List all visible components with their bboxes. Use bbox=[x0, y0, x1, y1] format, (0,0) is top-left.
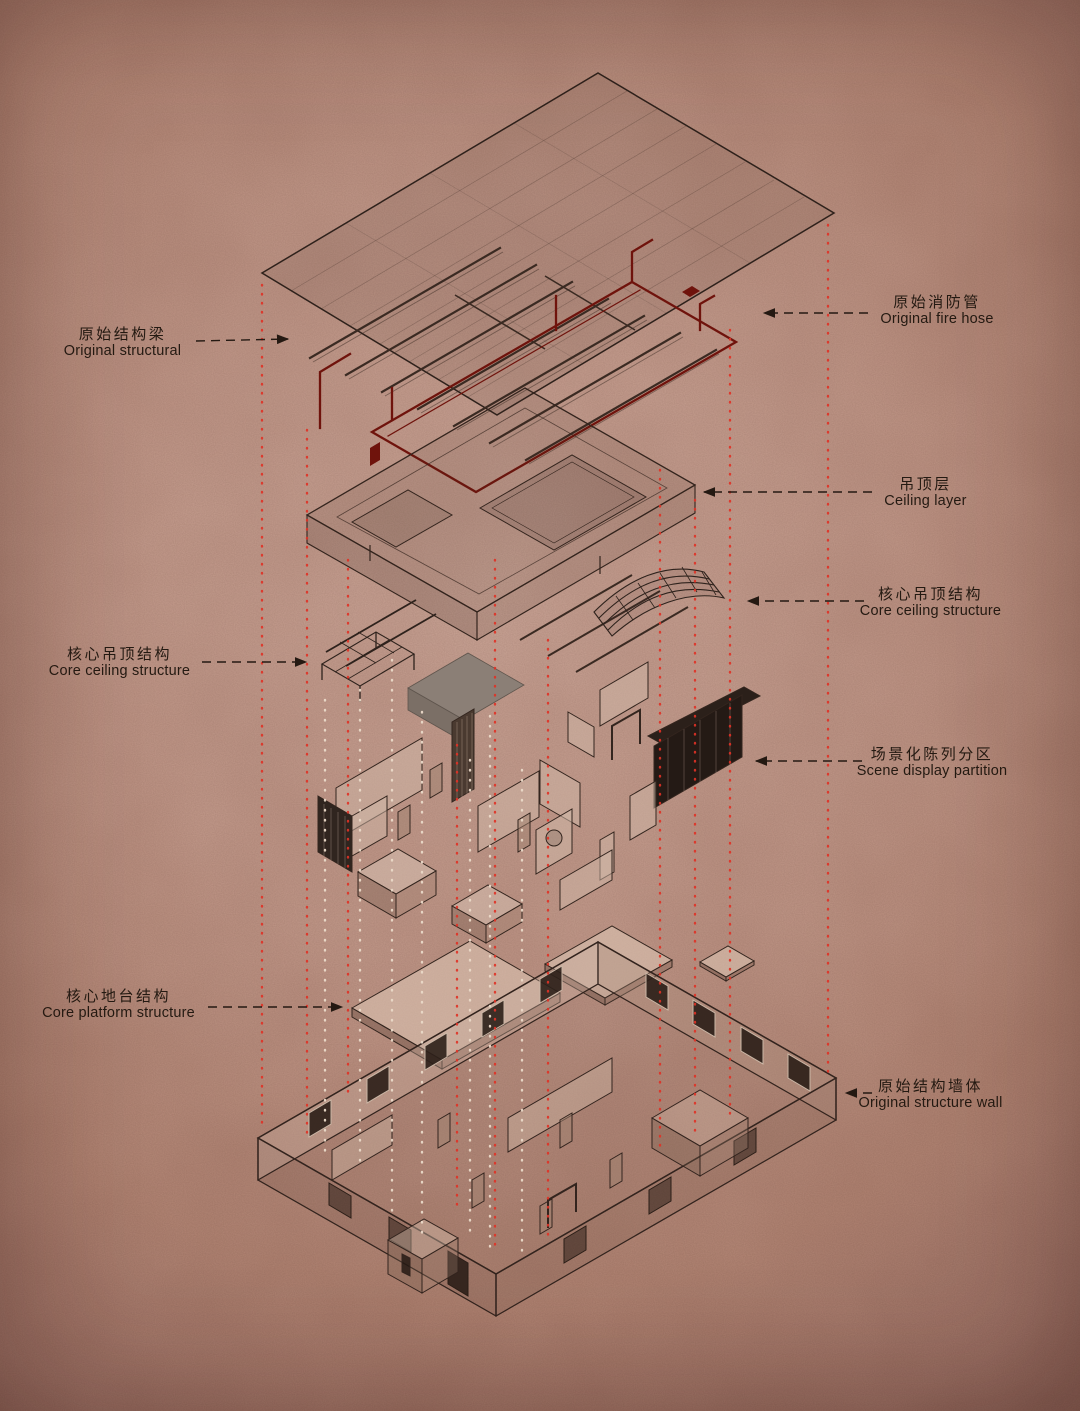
partition-small-box bbox=[450, 884, 524, 944]
interior-wall bbox=[331, 1114, 393, 1181]
core-platforms bbox=[350, 925, 756, 1070]
ceiling-layer-slab bbox=[305, 387, 697, 673]
annex-slot bbox=[401, 1253, 411, 1277]
partition-storefront-dark bbox=[646, 686, 762, 809]
fire-valve bbox=[682, 286, 700, 297]
frame-beams bbox=[325, 599, 437, 667]
roof-plane bbox=[260, 72, 836, 416]
partition-wall bbox=[599, 661, 649, 727]
beam-shadow-lines bbox=[312, 251, 720, 465]
fire-pipe-riser-left bbox=[318, 352, 352, 430]
roof-plane-hatch bbox=[290, 90, 805, 398]
original-structural-beams bbox=[308, 246, 718, 462]
white-dotted-projection-lines bbox=[323, 658, 524, 1257]
leader-lines bbox=[195, 308, 872, 1098]
partition-circle-wall bbox=[535, 808, 573, 875]
interior-columns bbox=[437, 1112, 623, 1235]
fire-pipe-network bbox=[318, 238, 739, 494]
scene-display-partitions bbox=[317, 661, 762, 944]
core-ceiling-structure-gridshell bbox=[593, 566, 726, 637]
fire-pipe-loop bbox=[369, 280, 739, 494]
leader-original-structural-beam bbox=[195, 334, 290, 345]
platform-large bbox=[350, 940, 562, 1070]
frame-posts bbox=[321, 632, 415, 702]
back-right-windows bbox=[645, 972, 811, 1092]
slab-opening-small bbox=[350, 489, 454, 548]
slab-hangers bbox=[369, 545, 601, 574]
partition-wall bbox=[629, 780, 657, 841]
slab-opening-large-lip bbox=[491, 461, 635, 544]
core-ceiling-structure-frame bbox=[320, 599, 437, 702]
partition-wall bbox=[567, 711, 595, 758]
striped-panel-lines bbox=[456, 713, 473, 800]
partition-column bbox=[517, 812, 531, 853]
front-door bbox=[447, 1250, 469, 1297]
structural-beam-layer bbox=[308, 238, 739, 494]
gray-panel bbox=[407, 652, 525, 743]
fire-hose-box bbox=[370, 442, 380, 466]
interior-portal bbox=[547, 1182, 577, 1228]
red-dotted-projection-lines bbox=[260, 223, 830, 1252]
partition-column bbox=[397, 804, 411, 841]
partition-dark-wall bbox=[317, 795, 353, 873]
slab-parapet bbox=[336, 407, 668, 595]
slab-opening-large bbox=[478, 454, 648, 551]
interior-wall bbox=[507, 1057, 613, 1153]
annex-box bbox=[386, 1218, 460, 1294]
front-left-openings bbox=[328, 1182, 469, 1297]
front-right-openings bbox=[563, 1127, 757, 1264]
interior-room bbox=[651, 1089, 749, 1177]
partition-wall bbox=[477, 770, 540, 853]
partition-striped-panel bbox=[451, 708, 475, 803]
corner-verticals bbox=[257, 1078, 837, 1316]
partition-box-room bbox=[356, 848, 438, 919]
roof-plane-cross-hatch bbox=[345, 122, 751, 364]
partition-wall bbox=[559, 849, 613, 911]
partition-column bbox=[429, 762, 443, 799]
platform-pad bbox=[698, 945, 756, 982]
original-structure-walls bbox=[256, 940, 838, 1318]
roof-plane-outline bbox=[260, 72, 836, 416]
partition-portal-frame bbox=[611, 708, 641, 760]
slab-top-face bbox=[305, 387, 697, 613]
